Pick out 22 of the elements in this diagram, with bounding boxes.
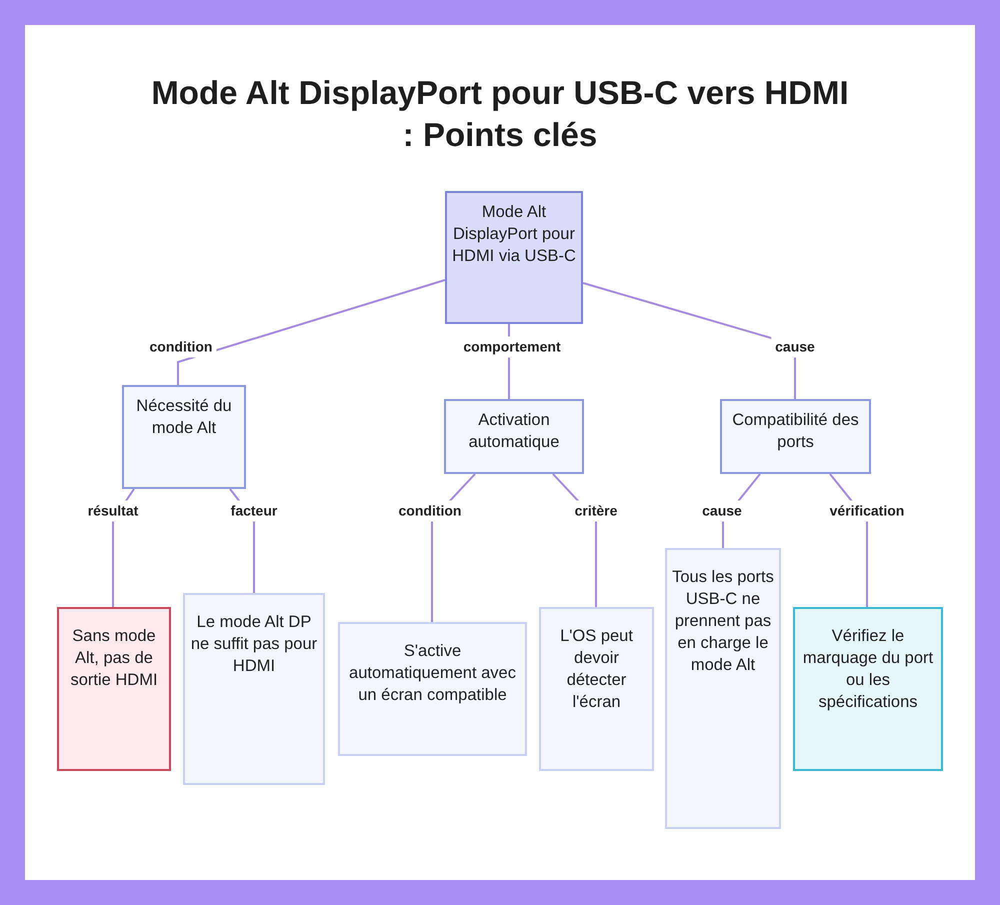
- node-text: Tous les ports USB-C ne prennent pas en charge le mode Alt: [671, 567, 775, 676]
- node-text: Le mode Alt DP ne suffit pas pour HDMI: [190, 612, 318, 677]
- node-text: Compatibilité des ports: [731, 410, 860, 453]
- node-text: Nécessité du mode Alt: [135, 396, 233, 439]
- detail-box: [793, 607, 943, 771]
- detail-box: [338, 622, 527, 756]
- detail-box: [183, 593, 325, 785]
- detail-box: [539, 607, 654, 771]
- node-text: Mode Alt DisplayPort pour HDMI via USB-C: [451, 202, 577, 267]
- node-text: S'active automatiquement avec un écran compatible: [348, 641, 517, 706]
- node-text: Sans mode Alt, pas de sortie HDMI: [69, 626, 159, 691]
- detail-box: [665, 548, 781, 829]
- root-box: [445, 191, 583, 324]
- detail-box: [57, 607, 171, 771]
- diagram-title: Mode Alt DisplayPort pour USB-C vers HDMI : Points clés: [150, 73, 850, 155]
- node-text: Activation automatique: [468, 410, 560, 453]
- topic-box: [444, 399, 584, 474]
- node-text: L'OS peut devoir détecter l'écran: [559, 626, 634, 713]
- topic-box: [122, 385, 246, 489]
- node-text: Vérifiez le marquage du port ou les spécifications: [802, 626, 934, 713]
- connector-line: [177, 279, 446, 385]
- topic-box: [720, 399, 871, 474]
